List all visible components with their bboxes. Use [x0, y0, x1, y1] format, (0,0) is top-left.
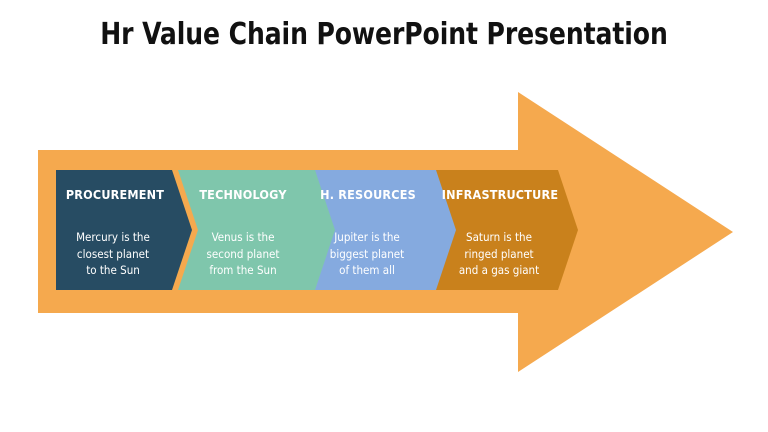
- segment-body-line: closest planet: [76, 246, 150, 261]
- segment-body-line: from the Sun: [209, 263, 277, 277]
- segment-heading-procurement: PROCUREMENT: [65, 187, 165, 202]
- segment-body-line: Venus is the: [211, 230, 275, 244]
- segment-body-line: biggest planet: [329, 246, 405, 261]
- segment-heading-human-resources: H. RESOURCES: [320, 187, 416, 202]
- segment-body-line: Mercury is the: [76, 230, 150, 244]
- segment-body-line: ringed planet: [464, 246, 534, 261]
- segment-body-technology: Venus is the second planet from the Sun: [180, 229, 306, 279]
- segment-body-human-resources: Jupiter is the biggest planet of them al…: [303, 229, 431, 279]
- segment-body-line: of them all: [339, 263, 395, 277]
- segment-shape-infrastructure: [420, 170, 578, 290]
- segment-heading-technology: TECHNOLOGY: [199, 187, 287, 202]
- page-title: Hr Value Chain PowerPoint Presentation: [100, 17, 668, 52]
- segment-shape-human-resources: [299, 170, 456, 290]
- segment-body-line: Saturn is the: [466, 230, 532, 244]
- segment-body-line: and a gas giant: [458, 263, 540, 277]
- segment-shape-technology: [178, 170, 335, 290]
- segment-body-line: Jupiter is the: [334, 230, 400, 244]
- segment-shape-procurement: [56, 170, 192, 290]
- segment-body-line: second planet: [206, 246, 280, 261]
- segment-heading-infrastructure: INFRASTRUCTURE: [441, 187, 559, 202]
- segment-body-line: to the Sun: [86, 263, 140, 277]
- segment-body-infrastructure: Saturn is the ringed planet and a gas gi…: [428, 229, 570, 279]
- segment-body-procurement: Mercury is the closest planet to the Sun: [52, 229, 174, 279]
